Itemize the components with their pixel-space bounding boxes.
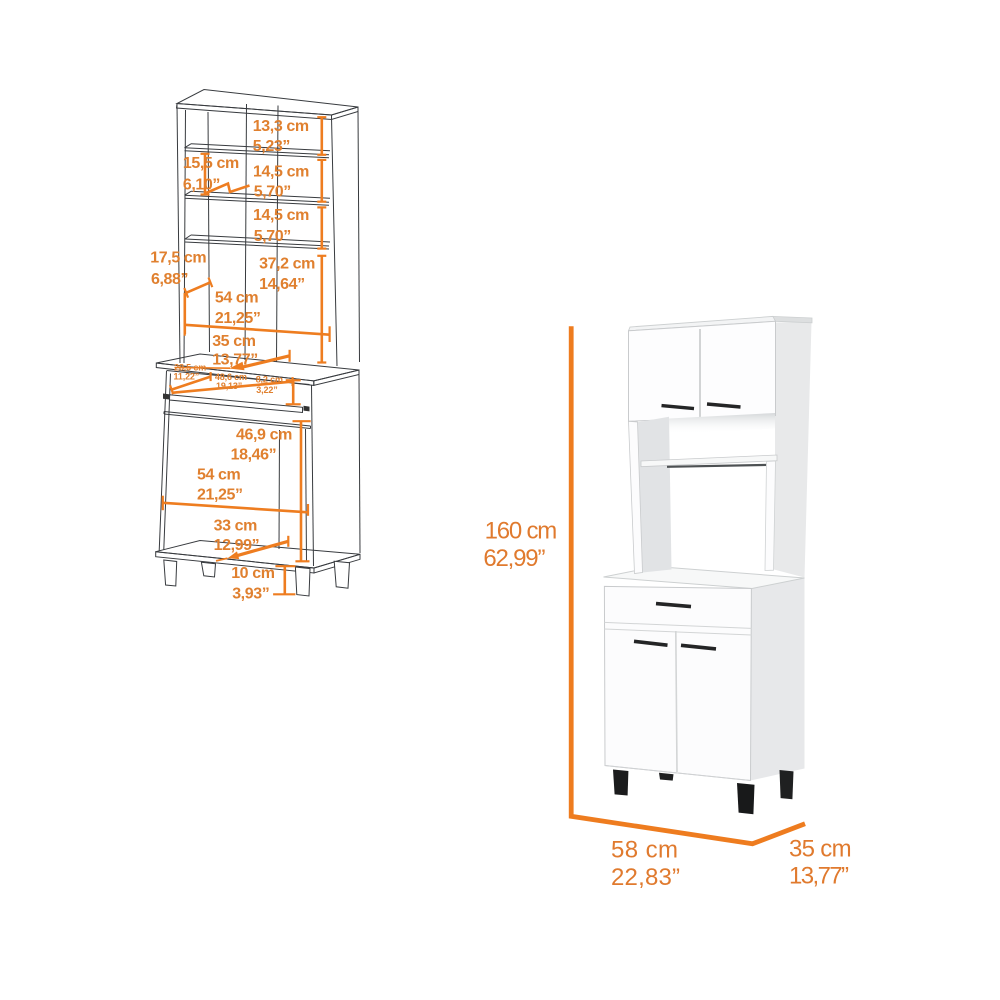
svg-text:15,5 cm: 15,5 cm [183, 155, 239, 172]
svg-text:18,46”: 18,46” [231, 447, 277, 464]
svg-text:46,9 cm: 46,9 cm [236, 426, 292, 443]
svg-text:62,99”: 62,99” [483, 545, 545, 572]
svg-text:35 cm: 35 cm [789, 836, 851, 863]
svg-text:14,5 cm: 14,5 cm [253, 164, 309, 181]
svg-text:10 cm: 10 cm [231, 565, 275, 582]
svg-text:54 cm: 54 cm [215, 290, 259, 307]
svg-text:6,88”: 6,88” [151, 271, 188, 288]
svg-text:8,2 cm: 8,2 cm [256, 375, 283, 385]
svg-text:5,70”: 5,70” [254, 183, 291, 200]
svg-text:37,2 cm: 37,2 cm [259, 256, 315, 273]
svg-text:3,22”: 3,22” [256, 385, 277, 395]
svg-text:5,23”: 5,23” [253, 138, 290, 155]
svg-text:6,10”: 6,10” [183, 177, 220, 194]
svg-text:48,6 cm: 48,6 cm [215, 372, 247, 382]
svg-text:11,22”: 11,22” [174, 372, 200, 382]
svg-text:13,3 cm: 13,3 cm [253, 118, 309, 135]
svg-text:35 cm: 35 cm [212, 333, 256, 350]
svg-text:19,13”: 19,13” [216, 381, 242, 391]
svg-text:14,5 cm: 14,5 cm [253, 207, 309, 224]
svg-text:17,5 cm: 17,5 cm [150, 250, 206, 267]
svg-text:13,77”: 13,77” [212, 352, 258, 369]
svg-text:28,5 cm: 28,5 cm [174, 362, 206, 372]
svg-text:3,93”: 3,93” [232, 585, 269, 602]
svg-text:58 cm: 58 cm [611, 837, 678, 864]
svg-text:160 cm: 160 cm [485, 518, 557, 545]
svg-text:5,70”: 5,70” [254, 228, 291, 245]
svg-text:54 cm: 54 cm [197, 466, 241, 483]
svg-text:13,77”: 13,77” [789, 863, 849, 890]
svg-text:12,99”: 12,99” [214, 537, 260, 554]
svg-text:14,64”: 14,64” [259, 276, 305, 293]
svg-text:22,83”: 22,83” [611, 864, 680, 891]
svg-text:21,25”: 21,25” [197, 487, 243, 504]
svg-text:33 cm: 33 cm [214, 518, 258, 535]
svg-text:21,25”: 21,25” [215, 310, 261, 327]
